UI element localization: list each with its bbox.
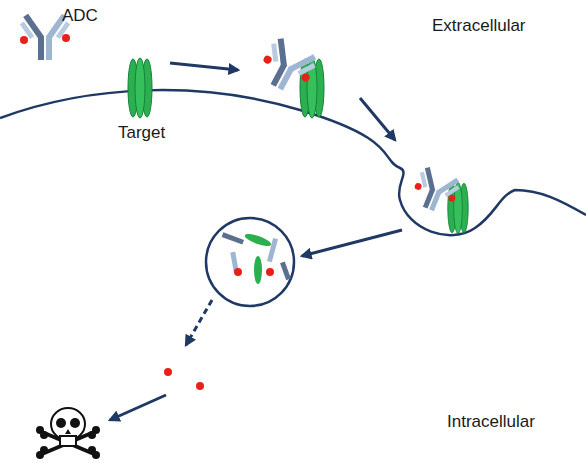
fragment xyxy=(243,231,272,248)
process-arrows xyxy=(110,63,402,420)
cell-membrane xyxy=(0,90,586,235)
payload xyxy=(266,268,274,276)
skull-symbol xyxy=(36,408,100,459)
released-payload xyxy=(196,382,204,390)
target-receptor xyxy=(128,58,152,118)
fragment xyxy=(222,232,244,244)
region-label: Intracellular xyxy=(447,412,535,432)
bound-adc xyxy=(252,33,322,100)
region-label: Extracellular xyxy=(432,16,526,36)
molecule-label: ADC xyxy=(62,6,98,26)
fragment xyxy=(254,256,262,284)
binding-arrow xyxy=(170,63,238,70)
trafficking-arrow xyxy=(302,230,402,256)
internalization-arrow xyxy=(360,98,395,140)
release-arrow xyxy=(186,300,212,345)
part-label: Target xyxy=(118,123,165,143)
fragment xyxy=(280,262,291,281)
degraded-fragments xyxy=(222,231,291,284)
internalized-adc xyxy=(407,164,465,218)
payload xyxy=(234,268,242,276)
killing-arrow xyxy=(110,395,166,420)
lysosome xyxy=(206,218,294,306)
released-payload xyxy=(164,368,172,376)
